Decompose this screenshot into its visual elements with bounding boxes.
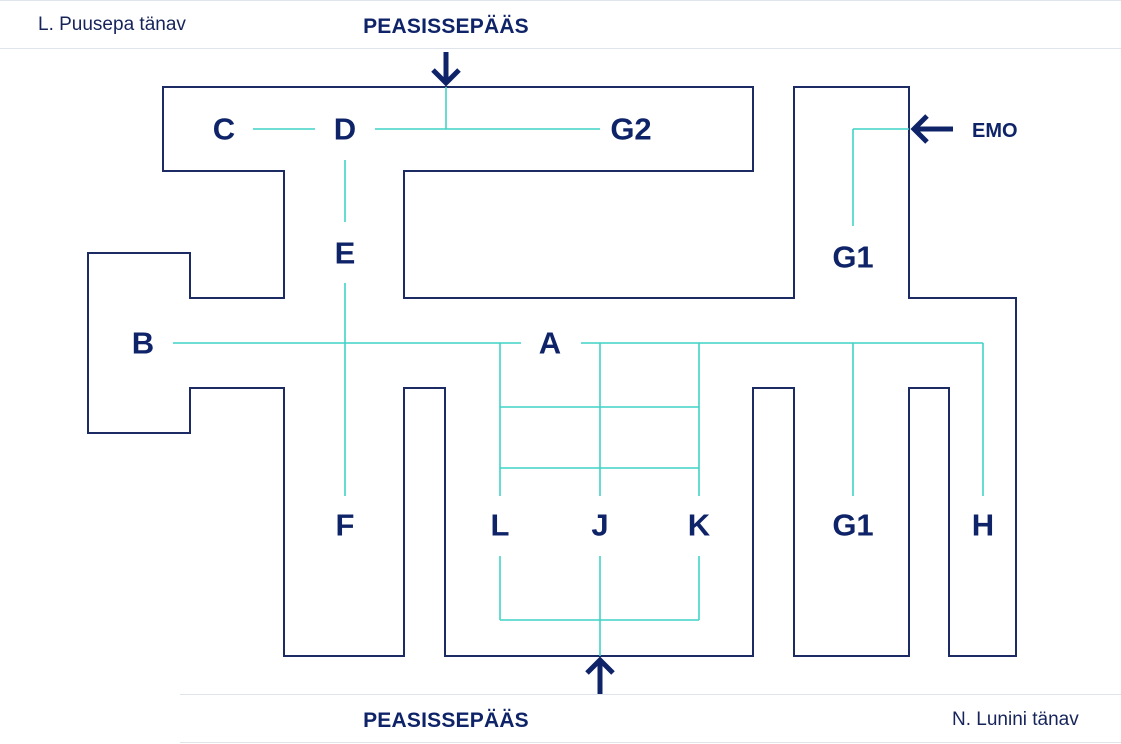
wing-label-d: D <box>334 112 356 147</box>
emergency-entrance-label: EMO <box>972 120 1018 142</box>
street-label-lunini: N. Lunini tänav <box>952 709 1079 730</box>
wing-label-h: H <box>972 508 994 543</box>
header-divider <box>0 48 1121 49</box>
top-divider <box>0 0 1121 1</box>
main-entrance-top-label: PEASISSEPÄÄS <box>363 15 529 38</box>
wing-label-k: K <box>688 508 711 543</box>
wing-label-l: L <box>491 508 510 543</box>
wing-label-g1-bottom: G1 <box>832 508 873 543</box>
main-building-outline <box>87 86 1017 657</box>
wing-label-a: A <box>539 326 561 361</box>
footer-divider-bottom <box>180 742 1121 743</box>
wing-label-b: B <box>132 326 154 361</box>
wing-label-g1-top: G1 <box>832 240 873 275</box>
street-label-puusepa: L. Puusepa tänav <box>38 14 186 35</box>
arrow-up-icon <box>585 656 615 694</box>
arrow-left-icon <box>910 114 953 144</box>
wing-label-c: C <box>213 112 235 147</box>
main-entrance-bottom-label: PEASISSEPÄÄS <box>363 709 529 732</box>
corridor-network <box>173 87 984 656</box>
wing-label-g2: G2 <box>610 112 651 147</box>
footer-divider-top <box>180 694 1121 695</box>
arrow-down-icon <box>431 52 461 87</box>
wing-label-f: F <box>336 508 355 543</box>
wing-label-e: E <box>335 236 356 271</box>
wing-label-j: J <box>591 508 608 543</box>
